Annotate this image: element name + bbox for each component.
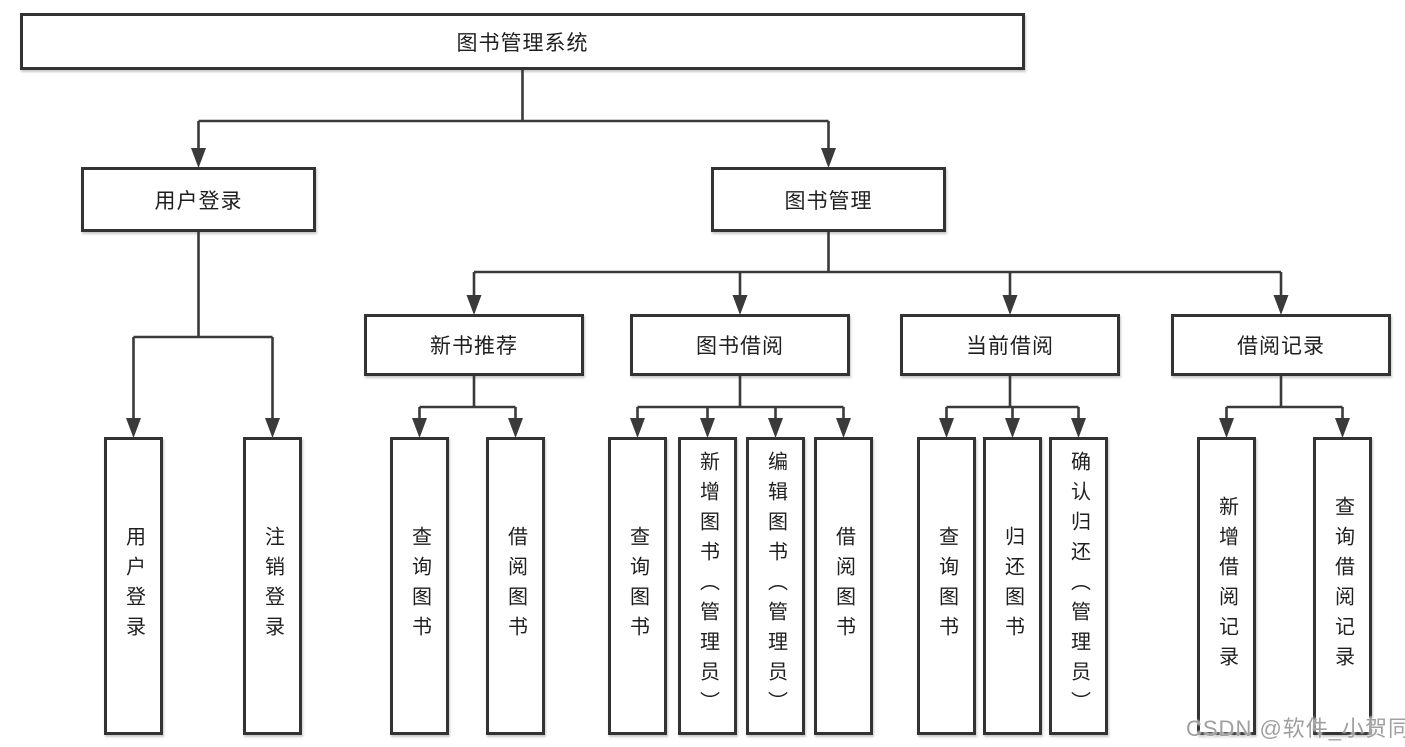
node-label: 图书管理 bbox=[784, 189, 873, 213]
node-label: 注销登录 bbox=[261, 526, 284, 646]
csdn-watermark: CSDN @软件_小贺同学 bbox=[1186, 716, 1405, 741]
node-label: 图书借阅 bbox=[696, 335, 784, 358]
connector-root-to-level2 bbox=[191, 70, 836, 168]
node-label: 归还图书 bbox=[1001, 526, 1024, 646]
node-leaf-query-books-1: 查询图书 bbox=[390, 437, 449, 735]
node-leaf-edit-books-admin: 编辑图书（管理员） bbox=[746, 437, 805, 735]
connector-current-borrow-branch bbox=[939, 376, 1086, 438]
node-leaf-query-books-3: 查询图书 bbox=[917, 437, 976, 735]
node-label: 新增图书（管理员） bbox=[696, 451, 719, 721]
node-label: 借阅图书 bbox=[504, 526, 527, 646]
node-label: 查询图书 bbox=[626, 526, 649, 646]
node-current-borrowing: 当前借阅 bbox=[900, 314, 1120, 376]
node-leaf-return-books: 归还图书 bbox=[983, 437, 1042, 735]
node-user-login: 用户登录 bbox=[81, 167, 316, 232]
node-leaf-logout: 注销登录 bbox=[243, 437, 302, 735]
node-library-management-system: 图书管理系统 bbox=[20, 13, 1025, 70]
node-leaf-borrow-books-1: 借阅图书 bbox=[486, 437, 545, 735]
connector-book-management-branch bbox=[466, 232, 1289, 315]
node-label: 用户登录 bbox=[122, 526, 145, 646]
node-leaf-add-books-admin: 新增图书（管理员） bbox=[678, 437, 737, 735]
node-leaf-query-books-2: 查询图书 bbox=[608, 437, 667, 735]
connector-user-login-branch bbox=[126, 232, 280, 438]
node-book-borrowing: 图书借阅 bbox=[630, 314, 850, 376]
node-leaf-borrow-books-2: 借阅图书 bbox=[814, 437, 873, 735]
node-leaf-add-borrow-record: 新增借阅记录 bbox=[1197, 437, 1256, 735]
connector-new-book-branch bbox=[412, 376, 523, 438]
node-leaf-query-borrow-record: 查询借阅记录 bbox=[1313, 437, 1372, 735]
node-leaf-user-login: 用户登录 bbox=[104, 437, 163, 735]
node-label: 查询借阅记录 bbox=[1331, 496, 1354, 676]
node-label: 借阅图书 bbox=[832, 526, 855, 646]
node-leaf-confirm-return-admin: 确认归还（管理员） bbox=[1049, 437, 1108, 735]
node-label: 新书推荐 bbox=[430, 335, 518, 358]
connector-book-borrow-branch bbox=[630, 376, 851, 438]
node-borrowing-records: 借阅记录 bbox=[1171, 314, 1391, 376]
node-book-management: 图书管理 bbox=[711, 167, 946, 232]
node-label: 当前借阅 bbox=[966, 335, 1054, 358]
node-label: 新增借阅记录 bbox=[1215, 496, 1238, 676]
node-label: 确认归还（管理员） bbox=[1067, 451, 1090, 721]
node-label: 查询图书 bbox=[408, 526, 431, 646]
connector-borrow-records-branch bbox=[1219, 376, 1350, 438]
node-label: 编辑图书（管理员） bbox=[764, 451, 787, 721]
node-label: 借阅记录 bbox=[1237, 335, 1325, 358]
node-label: 图书管理系统 bbox=[456, 31, 589, 55]
node-new-book-recommendation: 新书推荐 bbox=[364, 314, 584, 376]
node-label: 查询图书 bbox=[935, 526, 958, 646]
node-label: 用户登录 bbox=[154, 189, 243, 213]
